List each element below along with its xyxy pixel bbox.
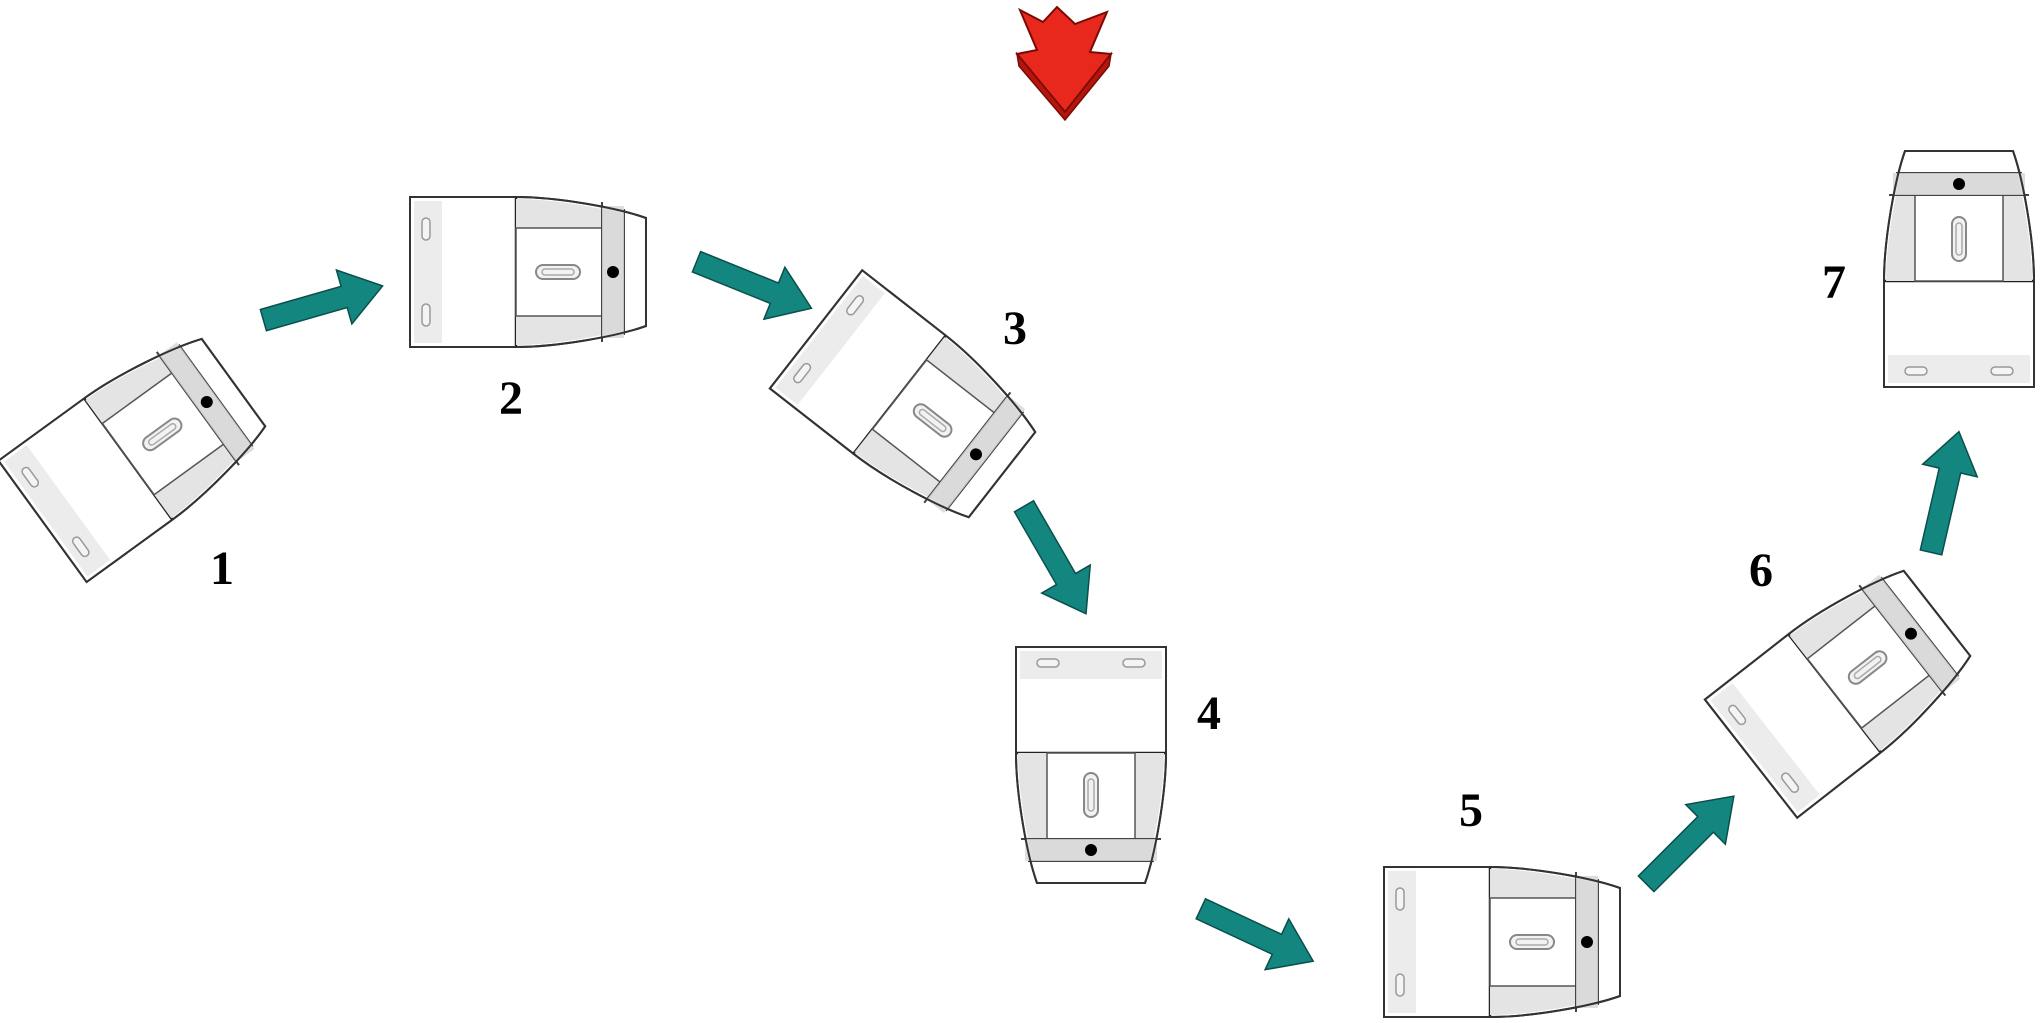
teal-arrow-icon-1-2 [254, 258, 392, 348]
capsule-step-5 [1382, 865, 1622, 1019]
capsule-step-2 [408, 195, 648, 349]
teal-arrow-icon-3-4 [999, 491, 1111, 629]
teal-arrow-icon-4-5 [1188, 882, 1326, 988]
capsule-step-1 [0, 320, 279, 584]
step-label-6: 6 [1749, 544, 1773, 597]
capsule-step-7 [1882, 149, 2036, 389]
teal-arrow-icon-2-3 [685, 235, 823, 335]
step-label-5: 5 [1459, 784, 1483, 837]
teal-arrow-icon-6-7 [1903, 424, 1987, 560]
capsule-step-6 [1703, 553, 1985, 819]
red-down-arrow-icon [1015, 5, 1113, 122]
step-label-7: 7 [1822, 256, 1846, 309]
step-label-4: 4 [1197, 687, 1221, 740]
step-label-1: 1 [210, 542, 234, 595]
step-label-2: 2 [499, 372, 523, 425]
capsule-step-4 [1014, 645, 1168, 885]
step-label-3: 3 [1003, 302, 1027, 355]
teal-arrow-icon-5-6 [1625, 775, 1755, 905]
